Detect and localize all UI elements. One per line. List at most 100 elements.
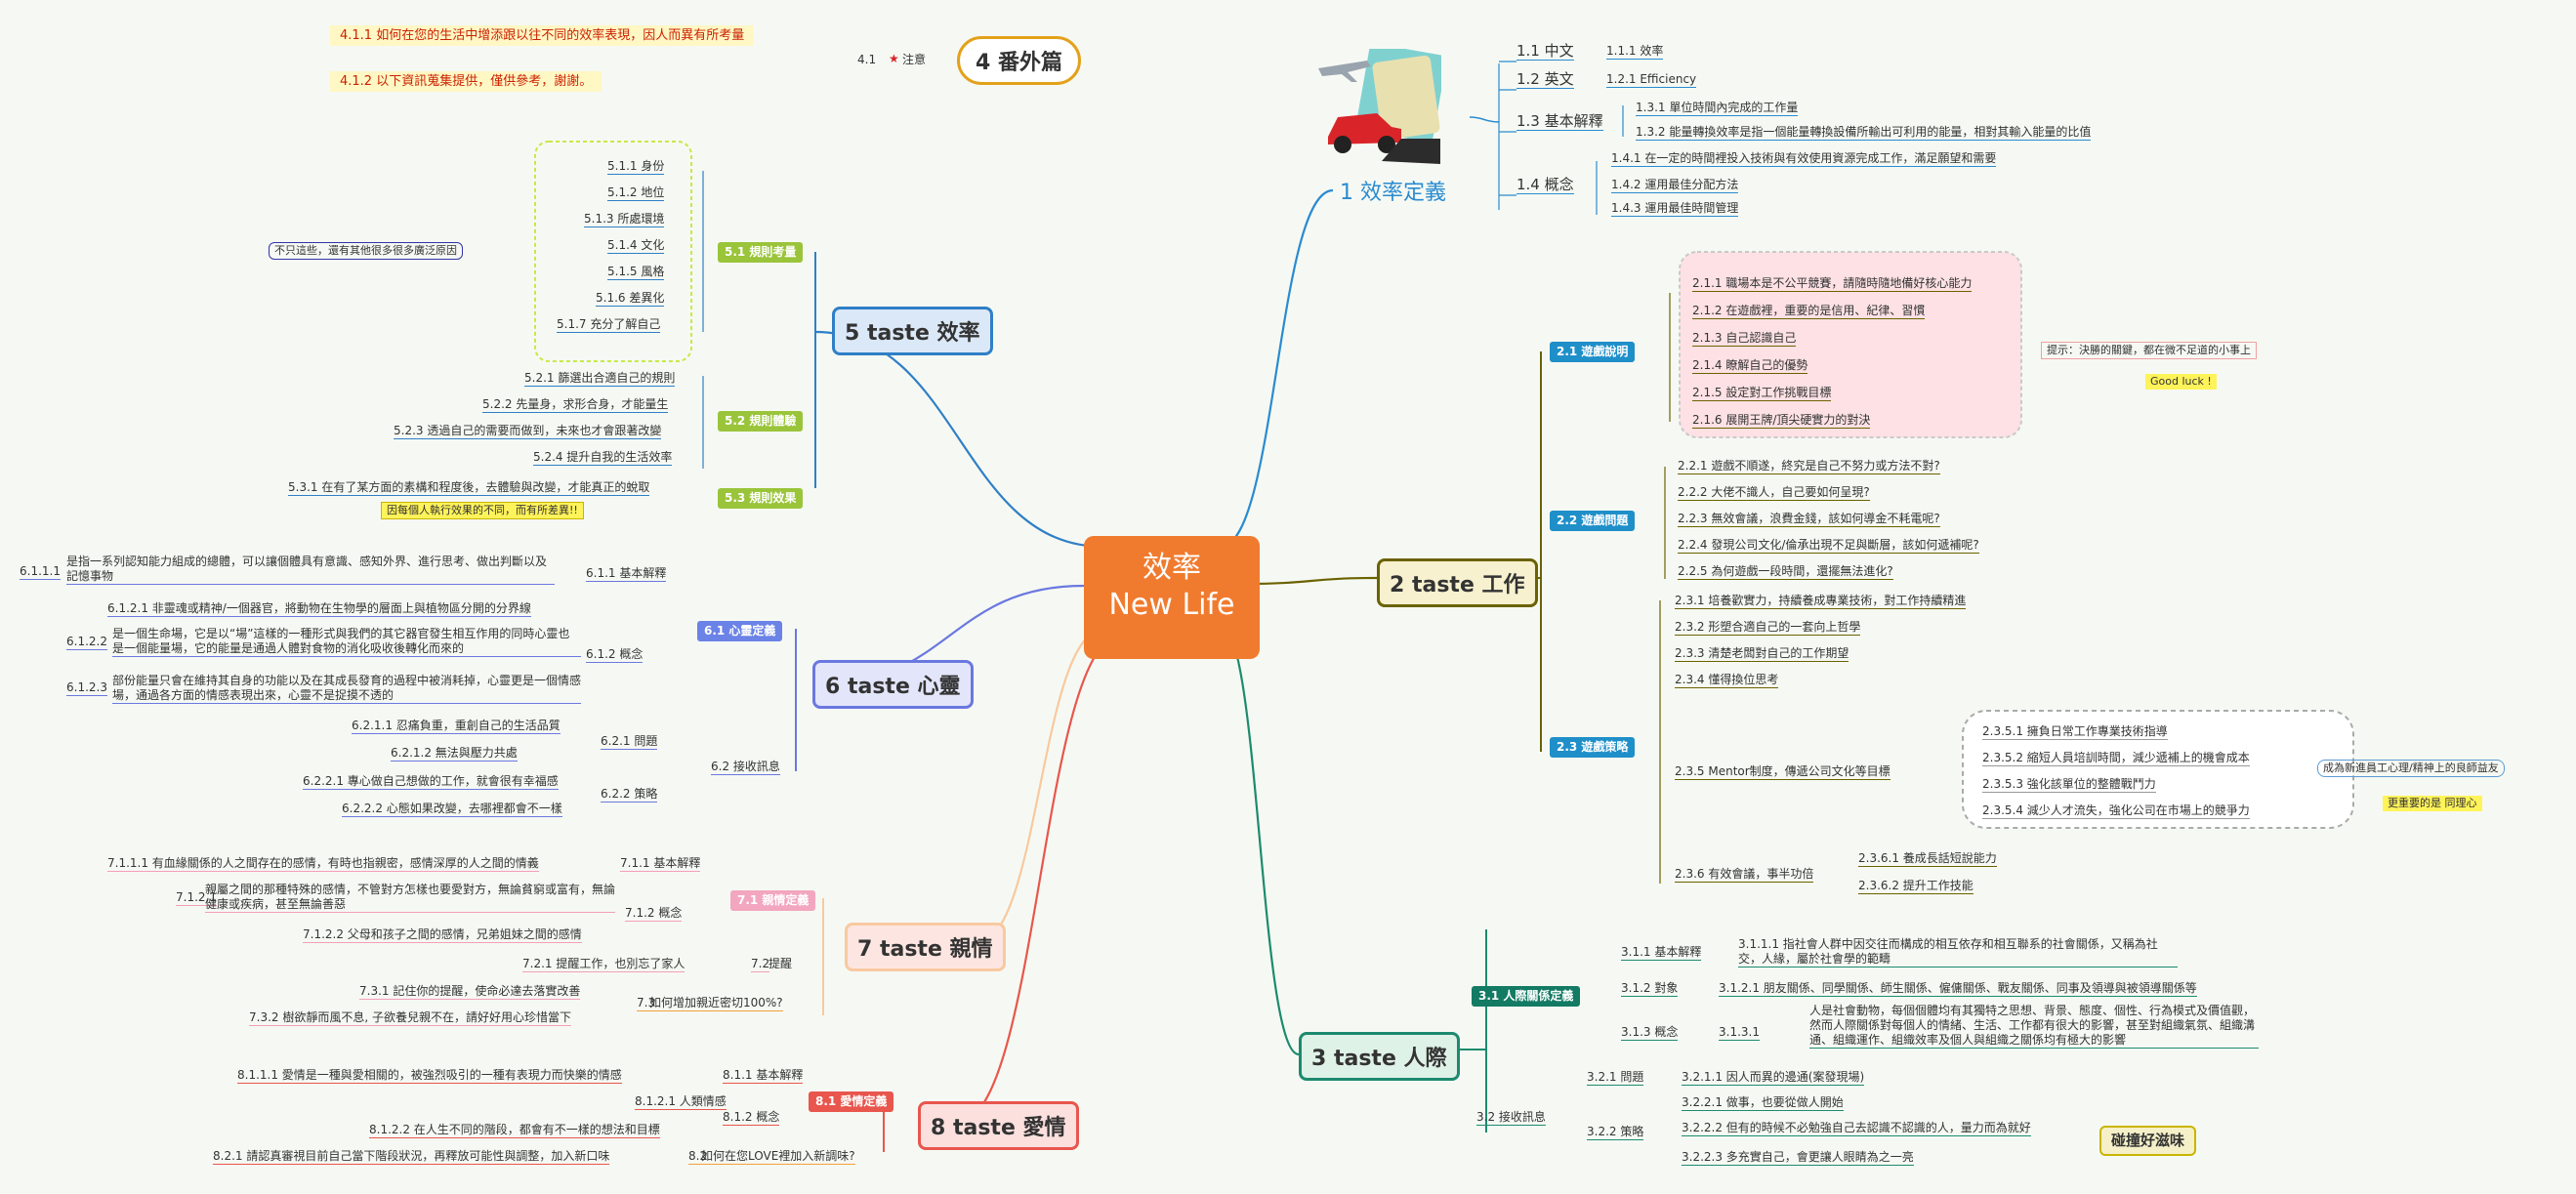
topic-node-7-1-1-1[interactable]: 7.1.1.1 有血緣關係的人之間存在的感情，有時也指親密，感情深厚的人之間的情…	[107, 856, 539, 872]
topic-node-text[interactable]: 是一個生命場，它是以“場”這樣的一種形式與我們的其它器官發生相互作用的同時心靈也…	[112, 627, 581, 657]
topic-node-1-3-1[interactable]: 1.3.1 單位時間內完成的工作量	[1636, 101, 1799, 116]
topic-node-6-2[interactable]: 6.2 接收訊息	[711, 760, 780, 775]
main-topic-3[interactable]: 3 taste 人際	[1299, 1032, 1460, 1081]
sub-topic-5-2[interactable]: 5.2 規則體驗	[718, 411, 804, 432]
topic-node-2-3-3[interactable]: 2.3.3 清楚老闆對自己的工作期望	[1675, 646, 1849, 662]
topic-node-8-1-2-2[interactable]: 8.1.2.2 在人生不同的階段，都會有不一樣的想法和目標	[369, 1123, 660, 1138]
topic-node-good[interactable]: Good luck !	[2145, 374, 2217, 390]
topic-node-1-4[interactable]: 1.4 概念	[1517, 176, 1574, 194]
topic-node-8-1-1-1[interactable]: 8.1.1.1 愛情是一種與愛相關的，被強烈吸引的一種有表現力而快樂的情感	[237, 1068, 622, 1084]
topic-node-2-1-3[interactable]: 2.1.3 自己認識自己	[1692, 331, 1797, 347]
topic-node-5-2-2[interactable]: 5.2.2 先量身，求形合身，才能量生	[482, 397, 669, 413]
topic-node-1-3[interactable]: 1.3 基本解釋	[1517, 112, 1603, 131]
topic-node-5-1-7[interactable]: 5.1.7 充分了解自己	[557, 317, 661, 333]
topic-node-7-1-2[interactable]: 7.1.2 概念	[625, 906, 683, 922]
sub-topic-8-1[interactable]: 8.1 愛情定義	[809, 1091, 894, 1112]
topic-node-5-1-3[interactable]: 5.1.3 所處環境	[584, 212, 665, 227]
topic-node-3-2-1[interactable]: 3.2.1 問題	[1587, 1070, 1644, 1086]
topic-node-6-2-2-1[interactable]: 6.2.2.1 專心做自己想做的工作，就會很有幸福感	[303, 774, 559, 790]
topic-node-2-1-5[interactable]: 2.1.5 設定對工作挑戰目標	[1692, 386, 1832, 401]
topic-node-4-1-1[interactable]: 4.1.1 如何在您的生活中增添跟以往不同的效率表現，因人而異有所考量	[330, 25, 755, 46]
topic-node-2-3-6[interactable]: 2.3.6 有效會議，事半功倍	[1675, 867, 1814, 883]
sub-topic-5-3[interactable]: 5.3 規則效果	[718, 488, 804, 509]
topic-node-text[interactable]: 更重要的是 同理心	[2383, 796, 2482, 811]
main-topic-1[interactable]: 1 效率定義	[1340, 181, 1446, 205]
topic-node-7-1-1[interactable]: 7.1.1 基本解釋	[620, 856, 701, 872]
topic-node-6-2-1-2[interactable]: 6.2.1.2 無法與壓力共處	[391, 746, 518, 762]
topic-node-5-2-3[interactable]: 5.2.3 透過自己的需要而做到，未來也才會跟著改變	[394, 424, 662, 439]
topic-node-6-2-2-2[interactable]: 6.2.2.2 心態如果改變，去哪裡都會不一樣	[342, 802, 562, 817]
main-topic-4[interactable]: 4 番外篇	[957, 36, 1081, 85]
topic-node-text[interactable]: 部份能量只會在維持其自身的功能以及在其成長發育的過程中被消耗掉，心靈更是一個情感…	[112, 674, 582, 704]
topic-node-1-4-2[interactable]: 1.4.2 運用最佳分配方法	[1611, 178, 1739, 193]
sub-topic-6-1[interactable]: 6.1 心靈定義	[697, 621, 783, 641]
topic-node-2-1-1[interactable]: 2.1.1 職場本是不公平競賽，請隨時隨地備好核心能力	[1692, 276, 1973, 292]
topic-node-5-1-4[interactable]: 5.1.4 文化	[607, 238, 665, 254]
main-topic-2[interactable]: 2 taste 工作	[1377, 558, 1538, 607]
topic-node-5-3-1[interactable]: 5.3.1 在有了某方面的素構和程度後，去體驗與改變，才能真正的蛻取	[288, 480, 650, 496]
topic-node-text[interactable]: 人是社會動物，每個個體均有其獨特之思想、背景、態度、個性、行為模式及價值觀，然而…	[1809, 1004, 2259, 1049]
topic-node-1-4-1[interactable]: 1.4.1 在一定的時間裡投入技術與有效使用資源完成工作，滿足願望和需要	[1611, 151, 1997, 167]
topic-node-text[interactable]: 因每個人執行效果的不同，而有所差異!!	[381, 502, 584, 519]
topic-node-1-3-2[interactable]: 1.3.2 能量轉換效率是指一個能量轉換設備所輸出可利用的能量，相對其輸入能量的…	[1636, 125, 2092, 141]
topic-node-2-3-6-2[interactable]: 2.3.6.2 提升工作技能	[1858, 879, 1974, 894]
topic-node-6-2-2[interactable]: 6.2.2 策略	[601, 787, 658, 803]
topic-node-8-2[interactable]: 8.2	[688, 1149, 708, 1165]
topic-node-2-1-6[interactable]: 2.1.6 展開王牌/頂尖硬實力的對決	[1692, 413, 1871, 429]
topic-node-2-3-5-2[interactable]: 2.3.5.2 縮短人員培訓時間，減少遞補上的機會成本	[1982, 751, 2250, 766]
topic-node-text[interactable]: 提醒	[769, 957, 793, 970]
topic-node-6-1-2-1[interactable]: 6.1.2.1 非靈魂或精神/一個器官，將動物在生物學的層面上與植物區分開的分界…	[107, 601, 531, 617]
topic-node-3-1-2[interactable]: 3.1.2 對象	[1621, 981, 1679, 997]
tip-collision-taste[interactable]: 碰撞好滋味	[2099, 1126, 2197, 1156]
topic-node-1-1[interactable]: 1.1 中文	[1517, 42, 1574, 61]
topic-node-5-2-4[interactable]: 5.2.4 提升自我的生活效率	[533, 450, 673, 466]
topic-node-2-1-4[interactable]: 2.1.4 瞭解自己的優勢	[1692, 358, 1808, 374]
topic-node-1-2-1[interactable]: 1.2.1 Efficiency	[1606, 72, 1697, 88]
main-topic-6[interactable]: 6 taste 心靈	[812, 660, 974, 709]
topic-node-2-2-5[interactable]: 2.2.5 為何遊戲一段時間，還擺無法進化?	[1678, 564, 1893, 580]
topic-node-7-1-2-2[interactable]: 7.1.2.2 父母和孩子之間的感情，兄弟姐妹之間的感情	[303, 927, 582, 943]
topic-node-2-3-6-1[interactable]: 2.3.6.1 養成長話短說能力	[1858, 851, 1997, 867]
topic-node-3-2-2-1[interactable]: 3.2.2.1 做事，也要從做人開始	[1682, 1095, 1844, 1111]
topic-node-7-1-2-1[interactable]: 7.1.2.1	[176, 890, 217, 906]
topic-node-text[interactable]: 成為新進員工心理/精神上的良師益友	[2317, 760, 2505, 777]
topic-node-3-1-2-1[interactable]: 3.1.2.1 朋友關係、同學關係、師生關係、僱傭關係、戰友關係、同事及領導與被…	[1719, 981, 2197, 997]
topic-node-3-2-2-2[interactable]: 3.2.2.2 但有的時候不必勉強自己去認識不認識的人，量力而為就好	[1682, 1121, 2031, 1136]
topic-node-7-3-2[interactable]: 7.3.2 樹欲靜而風不息, 子欲養兒親不在，請好好用心珍惜當下	[249, 1010, 571, 1026]
topic-node-5-1-6[interactable]: 5.1.6 差異化	[596, 291, 665, 307]
topic-node-6-2-1-1[interactable]: 6.2.1.1 忍痛負重，重創自己的生活品質	[352, 719, 561, 734]
main-topic-7[interactable]: 7 taste 親情	[845, 923, 1006, 971]
topic-node-3-1-1-1[interactable]: 3.1.1.1 指社會人群中因交往而構成的相互依存和相互聯系的社會關係，又稱為社…	[1738, 937, 2178, 968]
sub-topic-5-1[interactable]: 5.1 規則考量	[718, 242, 804, 263]
topic-node-text[interactable]: 注意	[902, 53, 927, 66]
topic-node-5-1-2[interactable]: 5.1.2 地位	[607, 185, 665, 201]
topic-node-2-2-3[interactable]: 2.2.3 無效會議，浪費金錢，該如何導金不耗電呢?	[1678, 512, 1940, 527]
sub-topic-2-3[interactable]: 2.3 遊戲策略	[1550, 737, 1636, 758]
topic-node-100[interactable]: 如何增加親近密切100%?	[649, 996, 783, 1011]
sub-topic-3-1[interactable]: 3.1 人際關係定義	[1472, 986, 1581, 1007]
topic-node-text[interactable]: 親屬之間的那種特殊的感情，不管對方怎樣也要愛對方，無論貧窮或富有，無論健康或疾病…	[205, 883, 616, 913]
main-topic-8[interactable]: 8 taste 愛情	[918, 1101, 1079, 1150]
topic-node-4-1[interactable]: 4.1	[857, 53, 877, 66]
topic-node-6-2-1[interactable]: 6.2.1 問題	[601, 734, 658, 750]
sub-topic-7-1[interactable]: 7.1 親情定義	[730, 890, 816, 911]
topic-node-7-2-1[interactable]: 7.2.1 提醒工作，也別忘了家人	[522, 957, 686, 972]
topic-node-2-3-5[interactable]: 2.3.5 Mentor制度，傳遞公司文化等目標	[1675, 764, 1890, 780]
sub-topic-2-2[interactable]: 2.2 遊戲問題	[1550, 511, 1636, 531]
topic-node-5-1-5[interactable]: 5.1.5 風格	[607, 265, 665, 280]
topic-node-8-2-1[interactable]: 8.2.1 請認真審視目前自己當下階段狀況，再釋放可能性與調整，加入新口味	[213, 1149, 610, 1165]
topic-node-2-3-4[interactable]: 2.3.4 懂得換位思考	[1675, 673, 1779, 688]
topic-node-1-4-3[interactable]: 1.4.3 運用最佳時間管理	[1611, 201, 1739, 217]
topic-node-6-1-2[interactable]: 6.1.2 概念	[586, 647, 644, 663]
topic-node-8-1-2-1[interactable]: 8.1.2.1 人類情感	[635, 1094, 727, 1110]
topic-node-2-2-4[interactable]: 2.2.4 發現公司文化/倫承出現不足與斷層，該如何遞補呢?	[1678, 538, 1979, 554]
topic-node-2-2-2[interactable]: 2.2.2 大佬不識人，自己要如何呈現?	[1678, 485, 1870, 501]
topic-node-2-3-5-3[interactable]: 2.3.5.3 強化該單位的整體戰鬥力	[1982, 777, 2156, 793]
topic-node-6-1-2-3[interactable]: 6.1.2.3	[66, 680, 107, 696]
topic-node-3-2-2-3[interactable]: 3.2.2.3 多充實自己，會更讓人眼睛為之一亮	[1682, 1150, 1914, 1166]
topic-node-2-3-5-4[interactable]: 2.3.5.4 減少人才流失，強化公司在市場上的競爭力	[1982, 803, 2250, 819]
topic-node-text[interactable]: 提示：決勝的關鍵，都在微不足道的小事上	[2041, 342, 2257, 359]
topic-node-3-2-2[interactable]: 3.2.2 策略	[1587, 1125, 1644, 1140]
topic-node-1-1-1[interactable]: 1.1.1 效率	[1606, 44, 1664, 60]
